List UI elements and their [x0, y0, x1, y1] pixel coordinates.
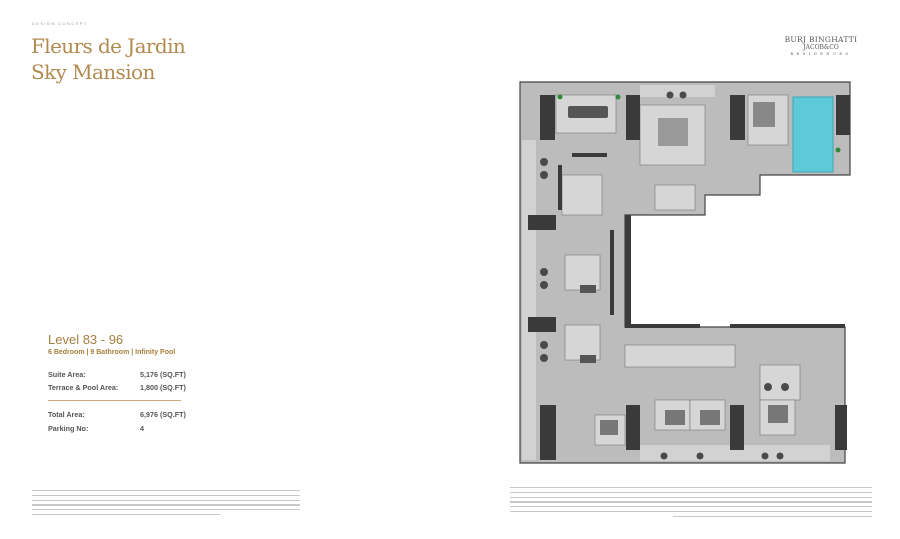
plants [557, 94, 841, 153]
design-concept-label: DESIGN CONCEPT [32, 21, 88, 26]
spec-value: 6,976 (SQ.FT) [140, 410, 186, 419]
disclaimer-arabic [510, 487, 872, 518]
spec-label: Suite Area: [48, 370, 86, 379]
walls-columns [528, 95, 850, 460]
unit-summary: 6 Bedroom | 9 Bathroom | Infinity Pool [48, 349, 176, 356]
spec-row: Terrace & Pool Area: 1,800 (SQ.FT) [48, 383, 186, 392]
title-line-1: Fleurs de Jardin [31, 34, 186, 58]
spec-value: 4 [140, 424, 144, 433]
infinity-pool [792, 96, 834, 173]
spec-label: Total Area: [48, 410, 85, 419]
logo-line-1: BURJ BINGHATTI [784, 35, 858, 44]
spec-value: 5,176 (SQ.FT) [140, 370, 186, 379]
brand-logo: BURJ BINGHATTI JACOB&CO RESIDENCES [776, 35, 866, 56]
spec-label: Terrace & Pool Area: [48, 383, 119, 392]
disclaimer-english [32, 490, 300, 516]
spec-row: Parking No: 4 [48, 424, 144, 433]
level-range: Level 83 - 96 [48, 332, 124, 347]
logo-line-3: RESIDENCES [790, 52, 852, 56]
spec-row: Total Area: 6,976 (SQ.FT) [48, 410, 186, 419]
title-line-2: Sky Mansion [31, 60, 155, 84]
logo-line-2: JACOB&CO [803, 44, 839, 51]
spec-label: Parking No: [48, 424, 89, 433]
chairs [540, 91, 789, 460]
divider [48, 400, 181, 401]
spec-value: 1,800 (SQ.FT) [140, 383, 186, 392]
furniture [568, 102, 788, 435]
rooms [555, 94, 801, 446]
spec-row: Suite Area: 5,176 (SQ.FT) [48, 370, 186, 379]
